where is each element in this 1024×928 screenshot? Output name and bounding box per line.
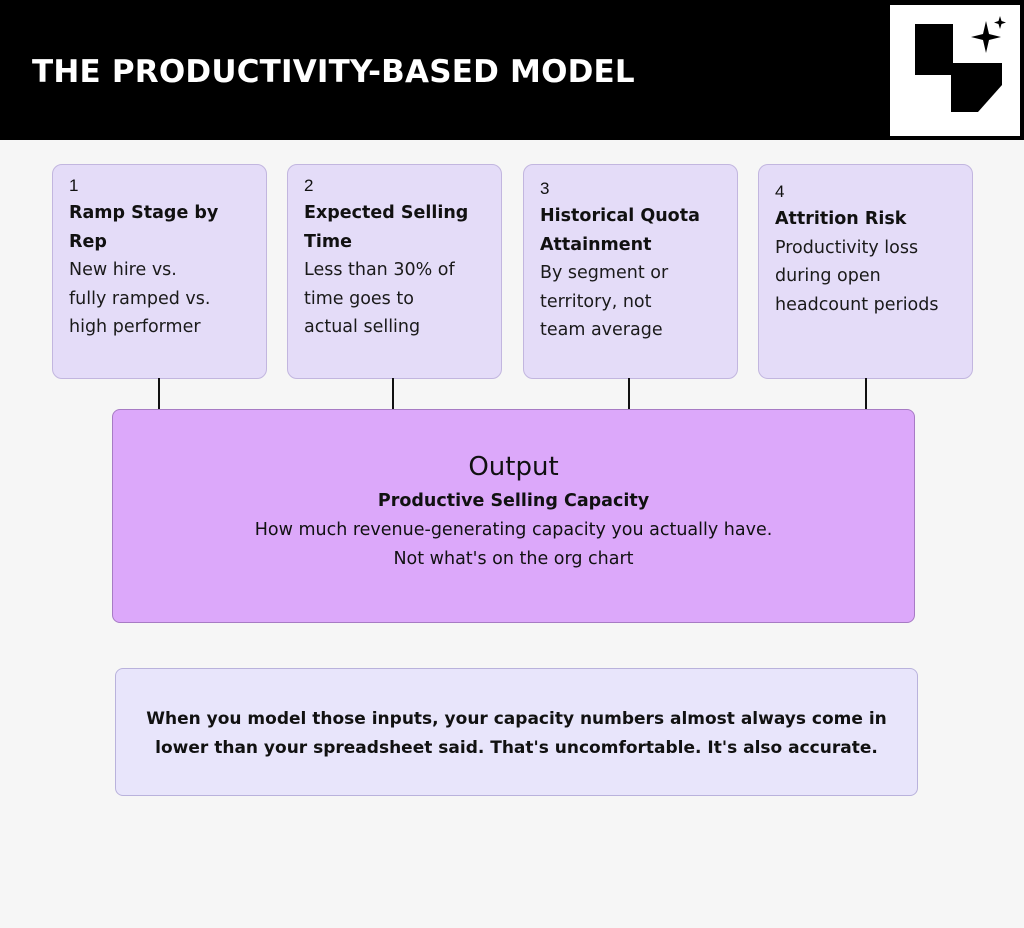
input-description: Less than 30% of time goes to actual sel… (304, 260, 455, 337)
header-bar: THE PRODUCTIVITY-BASED MODEL (0, 0, 1024, 140)
sparkle-logo-icon (915, 16, 1006, 112)
input-card-attrition-risk: 4 Attrition Risk Productivity loss durin… (758, 164, 973, 379)
summary-note: When you model those inputs, your capaci… (115, 668, 918, 796)
logo (890, 5, 1020, 136)
output-description: How much revenue-generating capacity you… (254, 520, 773, 569)
input-description: New hire vs. fully ramped vs. high perfo… (69, 260, 211, 337)
output-subtitle: Productive Selling Capacity (377, 491, 650, 511)
input-title: Ramp Stage by Rep (69, 203, 219, 252)
output-heading: Output (468, 452, 559, 482)
connector-line (628, 378, 630, 410)
connector-line (158, 378, 160, 410)
input-number: 1 (69, 176, 79, 195)
input-number: 2 (304, 176, 314, 195)
input-title: Expected Selling Time (304, 203, 469, 252)
connector-line (865, 378, 867, 410)
connector-line (392, 378, 394, 410)
input-card-selling-time: 2 Expected Selling Time Less than 30% of… (287, 164, 502, 379)
page-title: THE PRODUCTIVITY-BASED MODEL (32, 54, 635, 90)
summary-note-text: When you model those inputs, your capaci… (146, 709, 887, 758)
input-number: 4 (775, 182, 785, 201)
input-title: Historical Quota Attainment (540, 206, 700, 255)
input-description: Productivity loss during open headcount … (775, 237, 939, 315)
input-description: By segment or territory, not team averag… (540, 263, 669, 340)
input-number: 3 (540, 179, 550, 198)
input-card-ramp-stage: 1 Ramp Stage by Rep New hire vs. fully r… (52, 164, 267, 379)
input-title: Attrition Risk (775, 209, 907, 229)
input-card-quota-attainment: 3 Historical Quota Attainment By segment… (523, 164, 738, 379)
output-box: Output Productive Selling Capacity How m… (112, 409, 915, 623)
